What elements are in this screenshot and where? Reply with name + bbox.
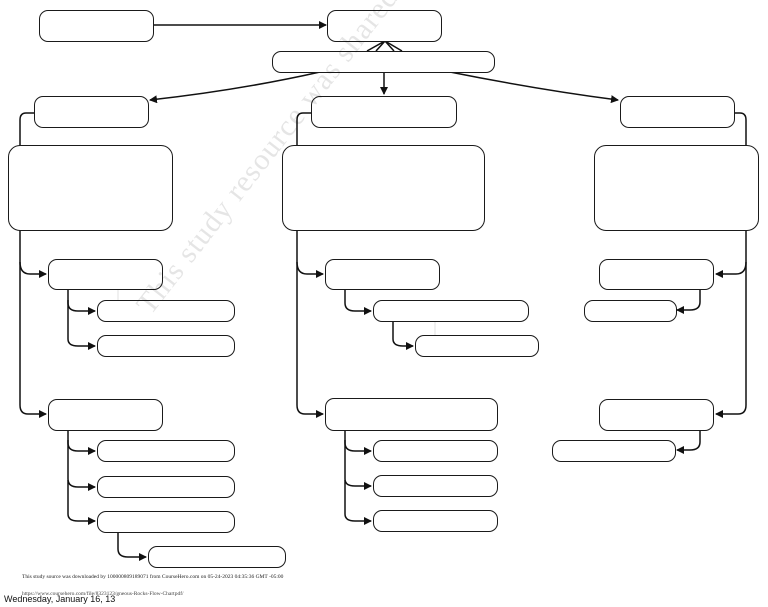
right-sub1-a <box>676 290 701 314</box>
middle-sub1-b <box>392 322 414 350</box>
middle-example-1b <box>415 335 539 357</box>
middle-example-2c <box>373 510 498 532</box>
left-example-1a <box>97 300 235 322</box>
left-example-2a <box>97 440 235 462</box>
download-note: This study source was downloaded by 1000… <box>22 574 284 580</box>
right-description-box <box>594 145 759 231</box>
left-sub1-b <box>67 300 96 350</box>
middle-sub1-a <box>344 290 372 315</box>
left-sub2-c <box>67 480 96 525</box>
middle-sub2-c <box>344 480 372 525</box>
right-trunk-branch <box>715 261 747 278</box>
middle-description-box <box>282 145 485 231</box>
arrow-to-left-branch <box>149 71 321 104</box>
start-box <box>39 10 154 42</box>
middle-example-2b <box>373 475 498 497</box>
left-description-box <box>8 145 173 231</box>
middle-subtype-2 <box>325 398 498 431</box>
left-subtype-2 <box>48 399 163 431</box>
right-sub2-a <box>676 431 701 454</box>
middle-sub2-a <box>344 431 372 455</box>
date-stamp: Wednesday, January 16, 13 <box>4 594 116 604</box>
middle-subtype-1 <box>325 259 440 290</box>
left-sub1-a <box>67 290 96 315</box>
left-subtype-1 <box>48 259 163 290</box>
left-example-2c <box>97 511 235 533</box>
left-trunk-branch <box>19 261 47 278</box>
left-branch-header <box>34 96 149 128</box>
left-sub2-a <box>67 431 96 455</box>
root-fan-lines <box>366 40 403 52</box>
middle-example-2a <box>373 440 498 462</box>
right-example-2 <box>552 440 676 462</box>
left-example-1b <box>97 335 235 357</box>
arrow-to-right-branch <box>449 71 619 104</box>
left-example-2d <box>148 546 286 568</box>
left-sub2-b <box>67 440 96 491</box>
middle-branch-header <box>311 96 457 128</box>
category-bar <box>272 51 495 73</box>
root-box <box>327 10 442 42</box>
right-subtype-2 <box>599 399 714 431</box>
middle-sub2-b <box>344 440 372 490</box>
middle-example-1a <box>373 300 529 322</box>
left-example-2b <box>97 476 235 498</box>
right-subtype-1 <box>599 259 714 290</box>
right-example-1 <box>584 300 677 322</box>
left-sub2-d <box>117 533 147 561</box>
right-branch-header <box>620 96 735 128</box>
middle-trunk-branch <box>296 261 324 278</box>
source-url[interactable]: https://www.coursehero.com/file/8323123/… <box>22 591 184 597</box>
